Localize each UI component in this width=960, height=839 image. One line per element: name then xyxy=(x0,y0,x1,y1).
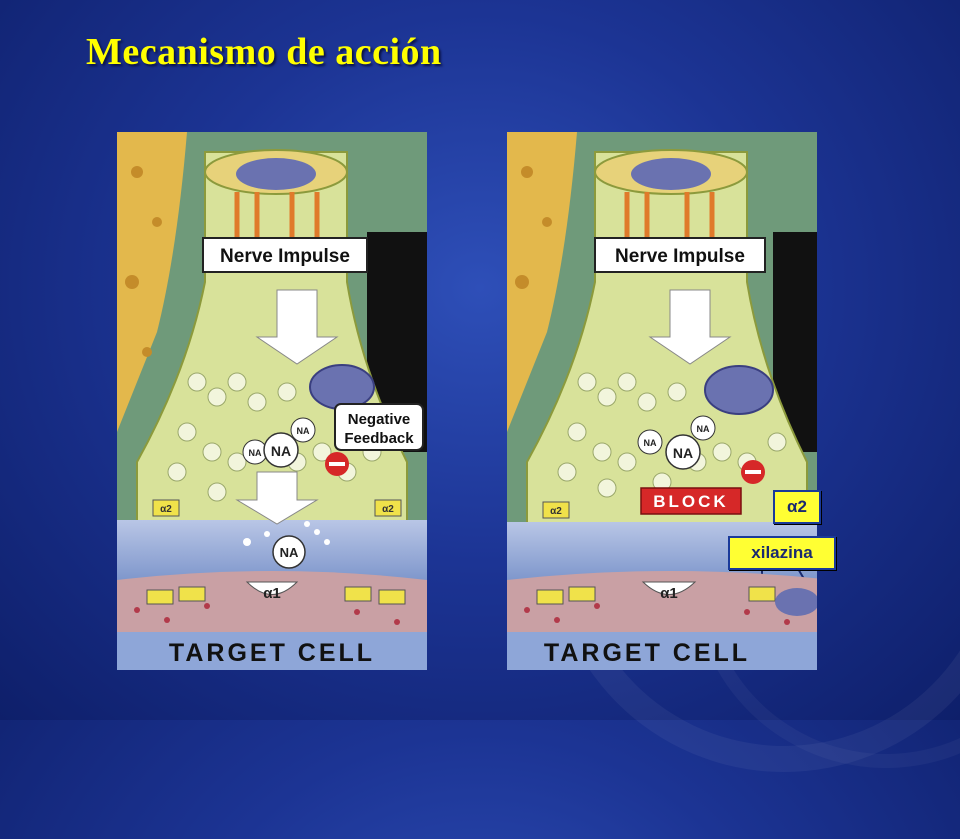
alpha1-receptor-label: α1 xyxy=(263,585,281,602)
target-cell-label: TARGET CELL xyxy=(544,639,750,667)
na-label: NA xyxy=(673,445,693,461)
na-small-label: NA xyxy=(697,424,710,434)
na-label: NA xyxy=(271,443,291,459)
target-cell-label: TARGET CELL xyxy=(169,639,375,667)
na-small-label: NA xyxy=(644,438,657,448)
na-small-label: NA xyxy=(297,426,310,436)
negative-feedback-label: Feedback xyxy=(344,430,414,447)
na-label: NA xyxy=(280,545,299,560)
xilazina-callout: xilazina xyxy=(728,536,836,570)
block-label: BLOCK xyxy=(653,492,728,511)
alpha2-callout: α2 xyxy=(773,490,821,524)
left-synapse-illustration: Nerve Impulse NA NA NA Negative Feedback… xyxy=(117,132,427,670)
nerve-impulse-label: Nerve Impulse xyxy=(220,246,350,267)
alpha2-receptor-tag: α2 xyxy=(382,504,394,515)
alpha2-receptor-tag: α2 xyxy=(550,506,562,517)
right-synapse-illustration: Nerve Impulse NA NA NA α2 BLOCK α1 TARGE… xyxy=(507,132,817,670)
alpha2-receptor-tag: α2 xyxy=(160,504,172,515)
alpha1-receptor-label: α1 xyxy=(660,585,678,602)
slide-title: Mecanismo de acción xyxy=(86,31,442,73)
na-small-label: NA xyxy=(249,448,262,458)
negative-feedback-label: Negative xyxy=(348,411,411,428)
nerve-impulse-label: Nerve Impulse xyxy=(615,246,745,267)
